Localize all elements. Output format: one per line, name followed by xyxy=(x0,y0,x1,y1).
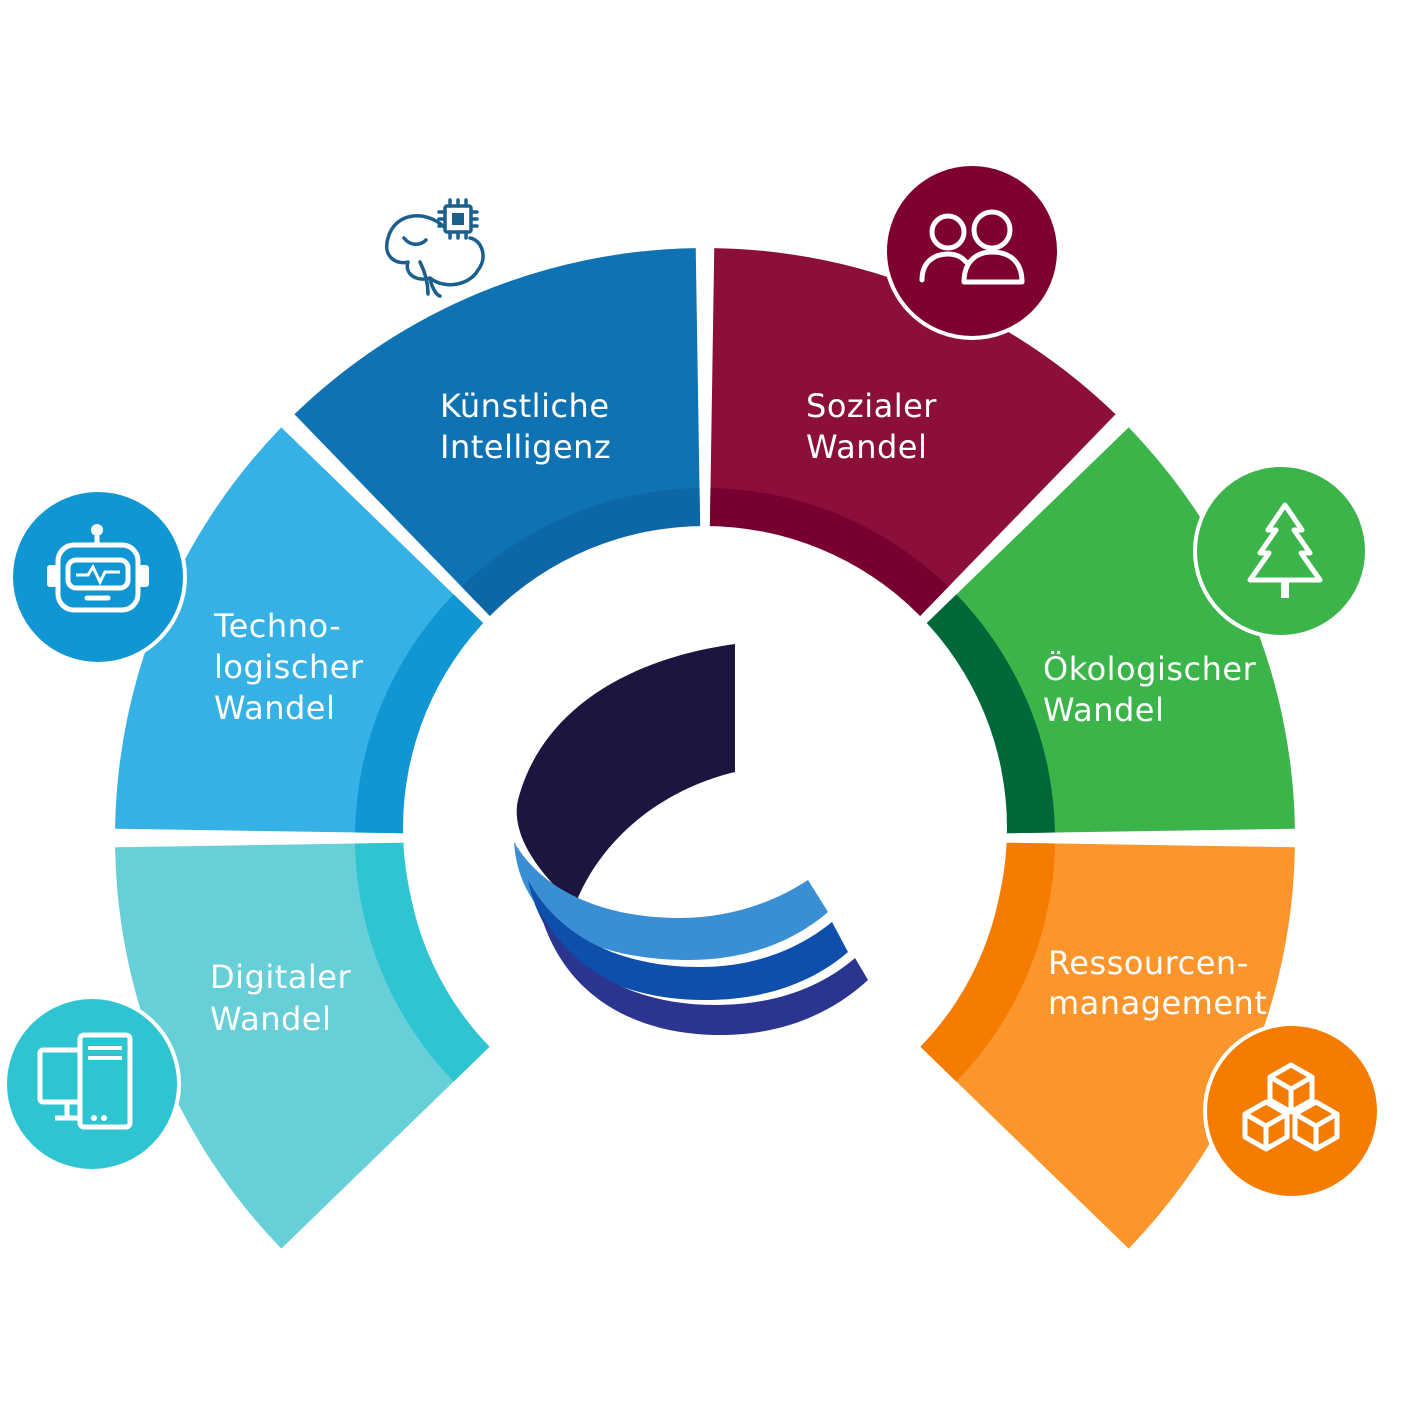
label-resources-line1: Ressourcen- xyxy=(1048,944,1249,982)
technology-icon-badge xyxy=(9,488,187,666)
segment-inner-ring-technology xyxy=(355,594,490,834)
segment-label-ai: Künstliche Intelligenz xyxy=(440,387,611,466)
segment-label-resources: Ressourcen- management xyxy=(1048,944,1267,1022)
label-digital-line2: Wandel xyxy=(210,1000,331,1038)
tree-icon xyxy=(1247,502,1323,598)
logo-band-light xyxy=(514,842,828,960)
label-ai-line2: Intelligenz xyxy=(440,428,611,466)
segment-inner-ring-ecological xyxy=(920,594,1055,834)
segment-label-ecological: Ökologischer Wandel xyxy=(1043,650,1257,729)
logo-dark-arc xyxy=(516,644,735,905)
label-technology-line1: Techno- xyxy=(213,607,341,645)
label-ecological-line2: Wandel xyxy=(1043,691,1164,729)
segment-inner-ring-digital xyxy=(355,842,490,1082)
digital-icon-badge xyxy=(3,995,181,1173)
devices-icon xyxy=(37,1032,133,1130)
label-technology-line2: logischer xyxy=(214,648,364,686)
resources-icon-badge xyxy=(1203,1022,1381,1200)
social-icon-badge xyxy=(883,162,1061,340)
center-disc xyxy=(403,526,1007,1130)
segment-label-digital: Digitaler Wandel xyxy=(210,958,351,1038)
label-technology-line3: Wandel xyxy=(214,689,335,727)
segment-inner-ring-resources xyxy=(920,842,1055,1082)
cubes-icon xyxy=(1242,1062,1340,1152)
label-social-line1: Sozialer xyxy=(806,387,937,425)
label-ai-line1: Künstliche xyxy=(440,387,610,425)
center-layer xyxy=(403,526,1007,1130)
people-icon xyxy=(919,209,1025,285)
brain-chip-icon xyxy=(384,198,485,298)
label-social-line2: Wandel xyxy=(806,428,927,466)
label-resources-line2: management xyxy=(1048,984,1267,1022)
label-ecological-line1: Ökologischer xyxy=(1043,650,1257,688)
segment-label-social: Sozialer Wandel xyxy=(806,387,937,466)
segment-label-technology: Techno- logischer Wandel xyxy=(213,607,364,727)
logo-band-dark xyxy=(540,912,868,1035)
ecological-icon-badge xyxy=(1193,463,1369,639)
center-logo xyxy=(514,644,868,1035)
robot-icon xyxy=(47,524,149,613)
label-digital-line1: Digitaler xyxy=(210,958,351,996)
logo-band-mid xyxy=(528,880,848,1000)
